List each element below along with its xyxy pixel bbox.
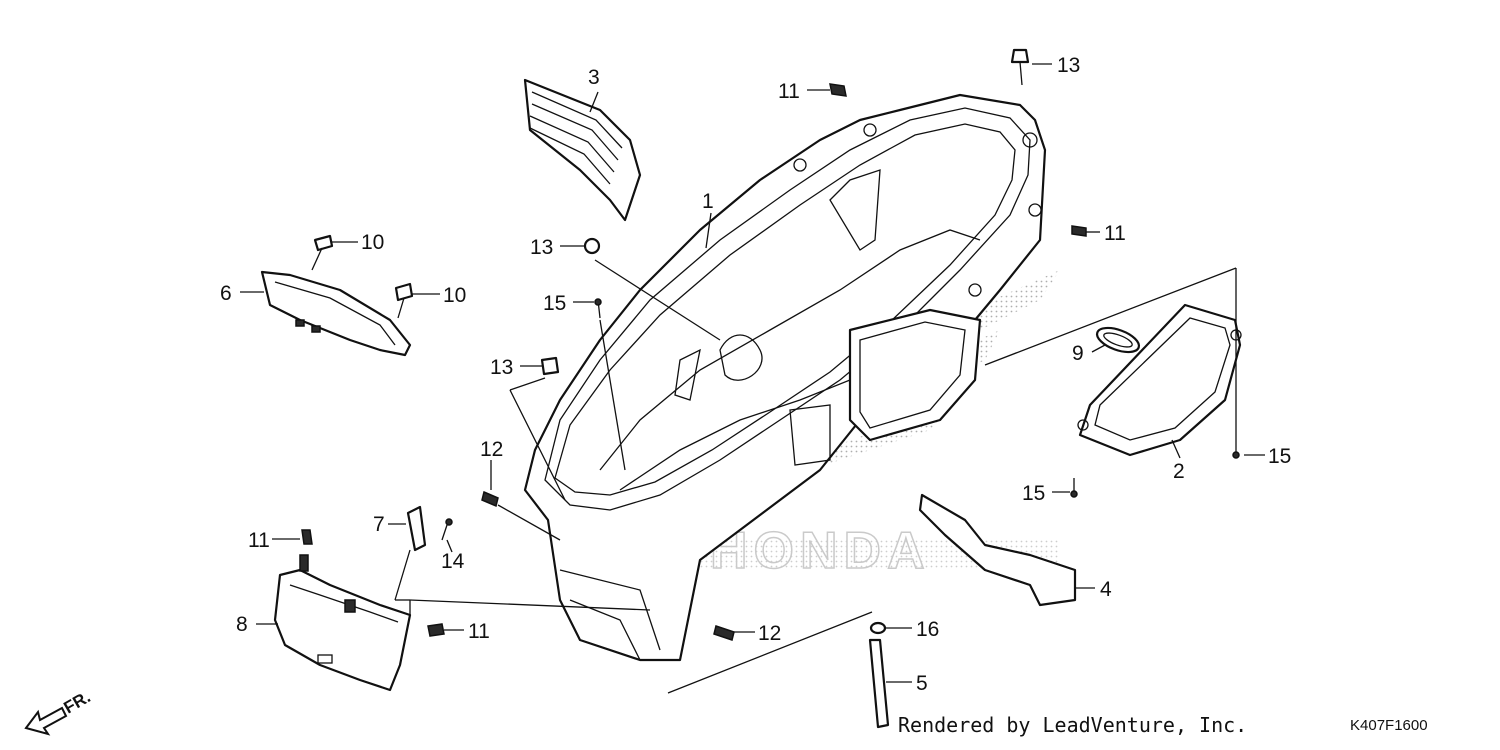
render-caption: Rendered by LeadVenture, Inc. xyxy=(898,713,1247,737)
tray-part-2 xyxy=(1077,303,1242,457)
stay-part-7 xyxy=(394,505,427,601)
callout-7: 7 xyxy=(373,513,385,536)
callout-15-bottom: 15 xyxy=(1022,482,1045,505)
fastener-11-left xyxy=(301,529,313,545)
screw-15-bottom xyxy=(1070,478,1078,498)
callout-3: 3 xyxy=(588,66,600,89)
bolt-10-lower xyxy=(394,282,414,319)
spring-12-left xyxy=(481,490,499,508)
fastener-11-bottom xyxy=(427,623,445,637)
callout-2: 2 xyxy=(1173,460,1185,483)
bolt-10-upper xyxy=(311,234,334,271)
luggage-box-part-1 xyxy=(523,93,1047,662)
callout-15-left: 15 xyxy=(543,292,566,315)
callout-14: 14 xyxy=(441,550,465,573)
callout-12-left: 12 xyxy=(480,438,503,461)
callout-4: 4 xyxy=(1100,578,1112,601)
lower-cover-part-8 xyxy=(273,554,412,692)
fastener-11-right xyxy=(1071,225,1087,237)
plate-part-4 xyxy=(918,493,1077,607)
callout-11-bottom: 11 xyxy=(468,620,490,643)
screw-15-right xyxy=(1232,440,1240,459)
callout-11-right: 11 xyxy=(1104,222,1126,245)
fastener-13-left xyxy=(540,356,560,376)
screw-part-14 xyxy=(441,518,453,541)
fastener-11-top xyxy=(829,83,847,97)
callout-10-lower: 10 xyxy=(443,284,466,307)
clip-part-16 xyxy=(869,621,887,635)
callout-5: 5 xyxy=(916,672,928,695)
callout-12-right: 12 xyxy=(758,622,781,645)
callout-13-mid: 13 xyxy=(530,236,553,259)
callout-8: 8 xyxy=(236,613,248,636)
fastener-13-mid xyxy=(583,237,601,255)
callout-1: 1 xyxy=(702,190,714,213)
callout-11-left: 11 xyxy=(248,529,270,552)
callout-labels: 1 2 3 4 5 6 7 8 9 10 10 11 11 11 11 12 1… xyxy=(220,54,1291,695)
leader-lines xyxy=(240,63,1265,694)
watermark-text: HONDA xyxy=(710,522,931,580)
bracket-part-6 xyxy=(260,270,412,357)
callout-16: 16 xyxy=(916,618,939,641)
callout-6: 6 xyxy=(220,282,232,305)
callout-13-top: 13 xyxy=(1057,54,1080,77)
spring-12-right xyxy=(713,625,735,641)
screw-15-left xyxy=(594,298,602,319)
front-direction-indicator: FR. xyxy=(24,687,94,736)
tube-part-5 xyxy=(868,638,890,729)
callout-11-top: 11 xyxy=(778,80,800,103)
callout-15-right: 15 xyxy=(1268,445,1291,468)
front-arrow-icon xyxy=(24,706,68,736)
callout-10-upper: 10 xyxy=(361,231,384,254)
callout-9: 9 xyxy=(1072,342,1084,365)
drawing-code: K407F1600 xyxy=(1350,717,1428,734)
grille-part-3 xyxy=(523,78,642,222)
fastener-13-top xyxy=(1010,48,1030,86)
ring-part-9 xyxy=(1095,326,1141,354)
callout-13-left: 13 xyxy=(490,356,513,379)
